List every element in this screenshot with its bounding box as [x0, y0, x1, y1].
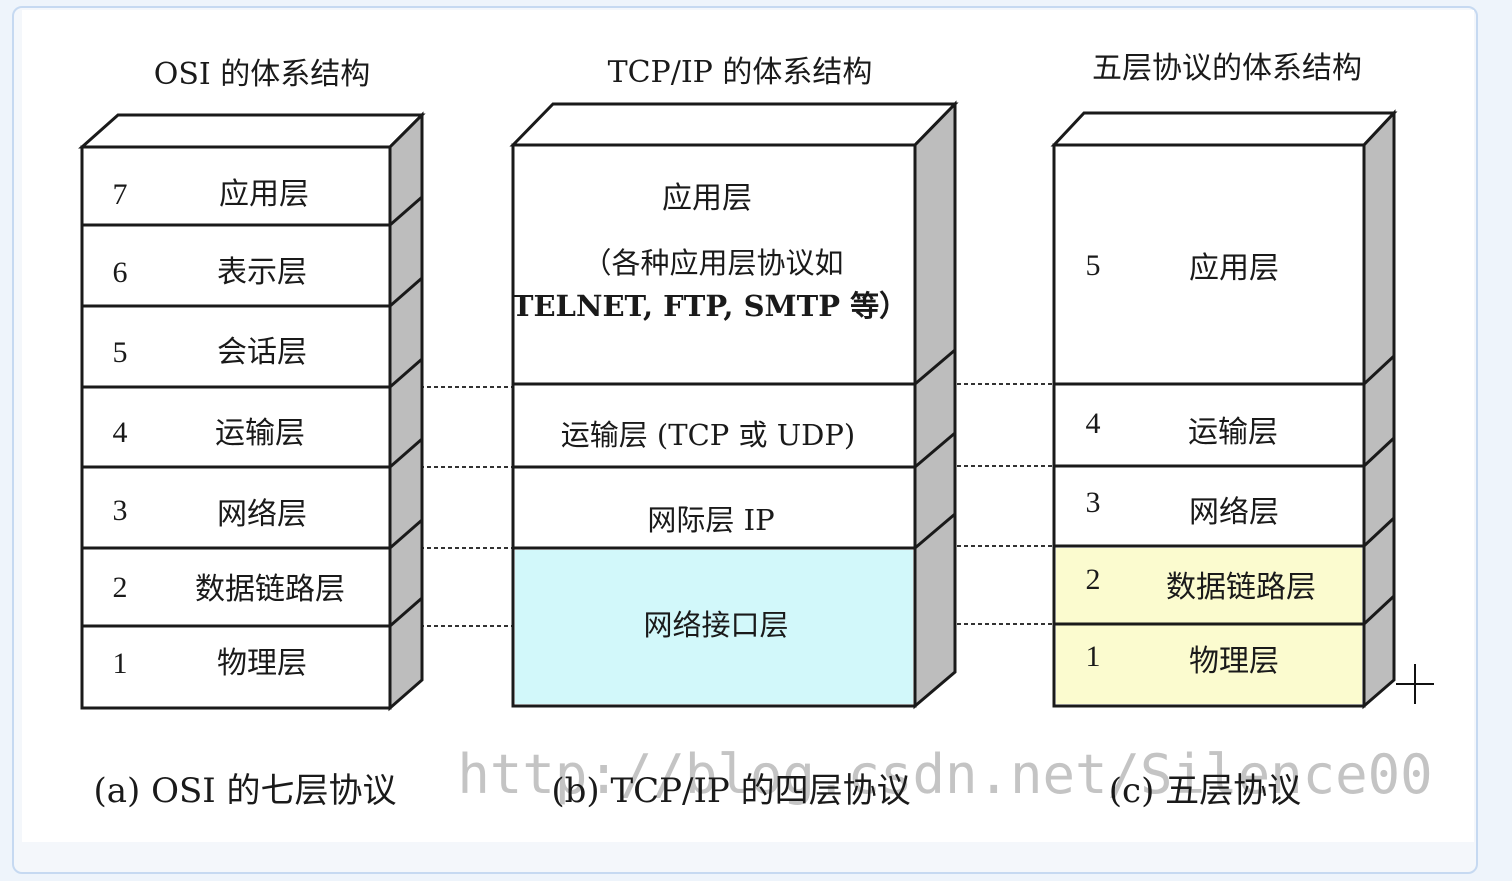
osi-layer-3-name: 网络层	[217, 497, 307, 532]
five-layer-4-name: 运输层	[1188, 415, 1278, 450]
five-layer-1-name: 物理层	[1189, 644, 1279, 679]
osi-layer-3-num: 3	[113, 494, 128, 527]
osi-layer-2-num: 2	[113, 571, 128, 604]
tcpip-title: TCP/IP 的体系结构	[608, 55, 873, 90]
osi-layer-4-num: 4	[113, 416, 128, 449]
caption-a: (a) OSI 的七层协议	[93, 771, 396, 811]
watermark-text: http://blog.csdn.net/Silence00	[457, 743, 1432, 806]
five-layer-2-num: 2	[1086, 563, 1101, 596]
osi-layer-5-name: 会话层	[217, 335, 307, 370]
osi-stack	[78, 111, 426, 712]
osi-front-face	[80, 145, 392, 710]
tcpip-labels: 应用层 （各种应用层协议如 TELNET, FTP, SMTP 等） 运输层 (…	[512, 181, 908, 642]
osi-title: OSI 的体系结构	[154, 57, 371, 92]
five-dividers	[1054, 354, 1396, 626]
osi-layer-7-num: 7	[113, 178, 128, 211]
tcpip-side-face	[913, 100, 957, 710]
osi-layer-1-name: 物理层	[217, 646, 307, 681]
tcpip-stack	[509, 100, 959, 710]
tcpip-netif-fill	[515, 550, 913, 704]
crosshair-cursor-icon	[1396, 664, 1434, 704]
five-highlight-fill	[1056, 548, 1362, 704]
osi-layer-4-name: 运输层	[215, 416, 305, 451]
five-stack	[1050, 109, 1398, 710]
five-top-face	[1050, 111, 1398, 147]
tcpip-top-face	[509, 102, 959, 147]
five-layer-4-num: 4	[1086, 407, 1101, 440]
five-layer-3-name: 网络层	[1189, 495, 1279, 530]
osi-layer-6-num: 6	[113, 256, 128, 289]
five-side-face	[1362, 109, 1396, 710]
osi-layer-5-num: 5	[113, 336, 128, 369]
osi-dividers	[82, 195, 423, 628]
stack-titles: OSI 的体系结构 TCP/IP 的体系结构 五层协议的体系结构	[154, 51, 1362, 92]
tcpip-app-title: 应用层	[662, 181, 752, 216]
tcpip-netif: 网络接口层	[643, 608, 788, 642]
captions: (a) OSI 的七层协议 (b) TCP/IP 的四层协议 (c) 五层协议	[93, 771, 1301, 811]
tcpip-dividers	[513, 348, 956, 550]
tcpip-app-desc-1: （各种应用层协议如	[582, 246, 843, 280]
osi-side-face	[388, 111, 424, 712]
tcpip-app-desc-2: TELNET, FTP, SMTP 等）	[512, 289, 908, 323]
caption-b: (b) TCP/IP 的四层协议	[551, 771, 910, 811]
osi-labels: 7 应用层 6 表示层 5 会话层 4 运输层 3 网络层 2 数据链路层 1 …	[113, 177, 346, 681]
osi-layer-1-num: 1	[113, 647, 128, 680]
five-layer-3-num: 3	[1086, 486, 1101, 519]
five-layer-5-name: 应用层	[1189, 251, 1279, 286]
osi-layer-7-name: 应用层	[219, 177, 309, 212]
osi-layer-6-name: 表示层	[217, 255, 307, 290]
five-layer-1-num: 1	[1086, 640, 1101, 673]
five-labels: 5 应用层 4 运输层 3 网络层 2 数据链路层 1 物理层	[1086, 249, 1317, 679]
tcpip-internet: 网际层 IP	[647, 503, 774, 537]
osi-top-face	[78, 113, 426, 149]
five-layer-5-num: 5	[1086, 249, 1101, 282]
tcpip-transport: 运输层 (TCP 或 UDP)	[561, 418, 856, 452]
five-layer-2-name: 数据链路层	[1166, 570, 1316, 605]
five-title: 五层协议的体系结构	[1092, 51, 1362, 86]
osi-layer-2-name: 数据链路层	[195, 572, 345, 607]
caption-c: (c) 五层协议	[1109, 771, 1301, 811]
